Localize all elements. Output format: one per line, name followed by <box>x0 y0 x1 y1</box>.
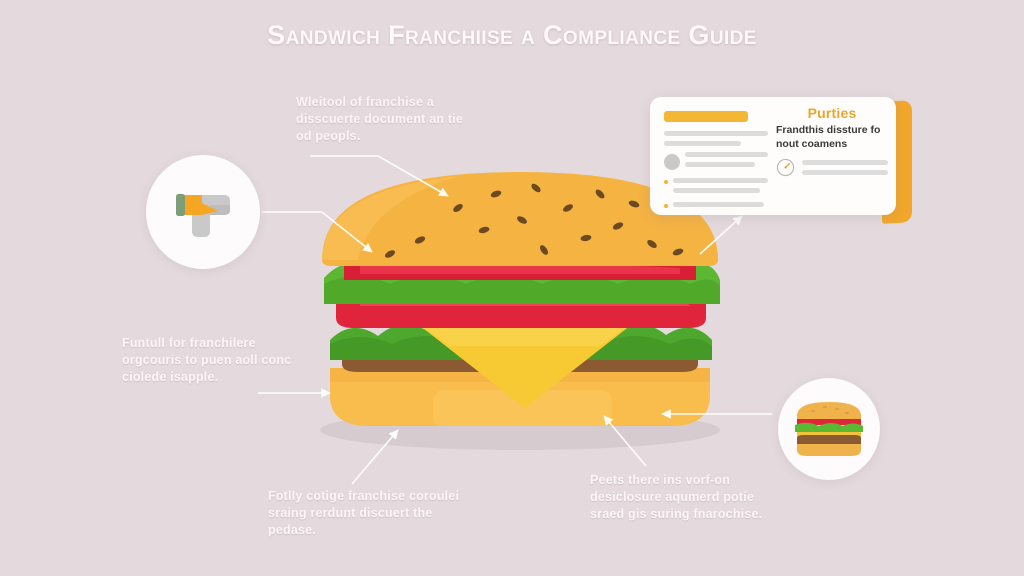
mini-burger-icon <box>795 402 863 456</box>
scanner-badge[interactable] <box>146 155 260 269</box>
card-subtext: Frandthis dissture fo nout coamens <box>776 124 881 150</box>
bullet-row <box>664 202 768 212</box>
card-body: Purties Frandthis dissture fo nout coame… <box>650 97 896 215</box>
gauge-row <box>776 158 888 177</box>
scanner-gun-icon <box>176 194 230 237</box>
sandwich-illustration <box>320 172 720 450</box>
card-heading: Purties <box>807 105 857 121</box>
accent-bar <box>664 111 748 122</box>
annotation-top-left: Wleitool of franchise a disscuerte docum… <box>296 95 464 143</box>
document-card[interactable]: Purties Frandthis dissture fo nout coame… <box>650 97 912 224</box>
mini-burger-badge[interactable] <box>778 378 880 480</box>
annotation-bottom-left: Fotlly cotige franchise coroulei sraing … <box>268 489 460 537</box>
avatar-row <box>664 152 768 172</box>
gauge-icon <box>776 158 795 177</box>
bullet-dot-icon <box>664 180 668 184</box>
annotation-left: Funtull for franchilere orgcouris to pue… <box>122 336 292 384</box>
page-title: Sandwich Franchiise a Compliance Guide <box>267 20 757 50</box>
bullet-dot-icon <box>664 204 668 208</box>
card-right-column: Purties Frandthis dissture fo nout coame… <box>776 105 888 177</box>
avatar-icon <box>664 154 680 170</box>
bullet-row <box>664 178 768 198</box>
annotation-bottom-right: Peets there ins vorf-on desiclosure aqum… <box>590 473 763 521</box>
card-left-column <box>664 111 768 215</box>
